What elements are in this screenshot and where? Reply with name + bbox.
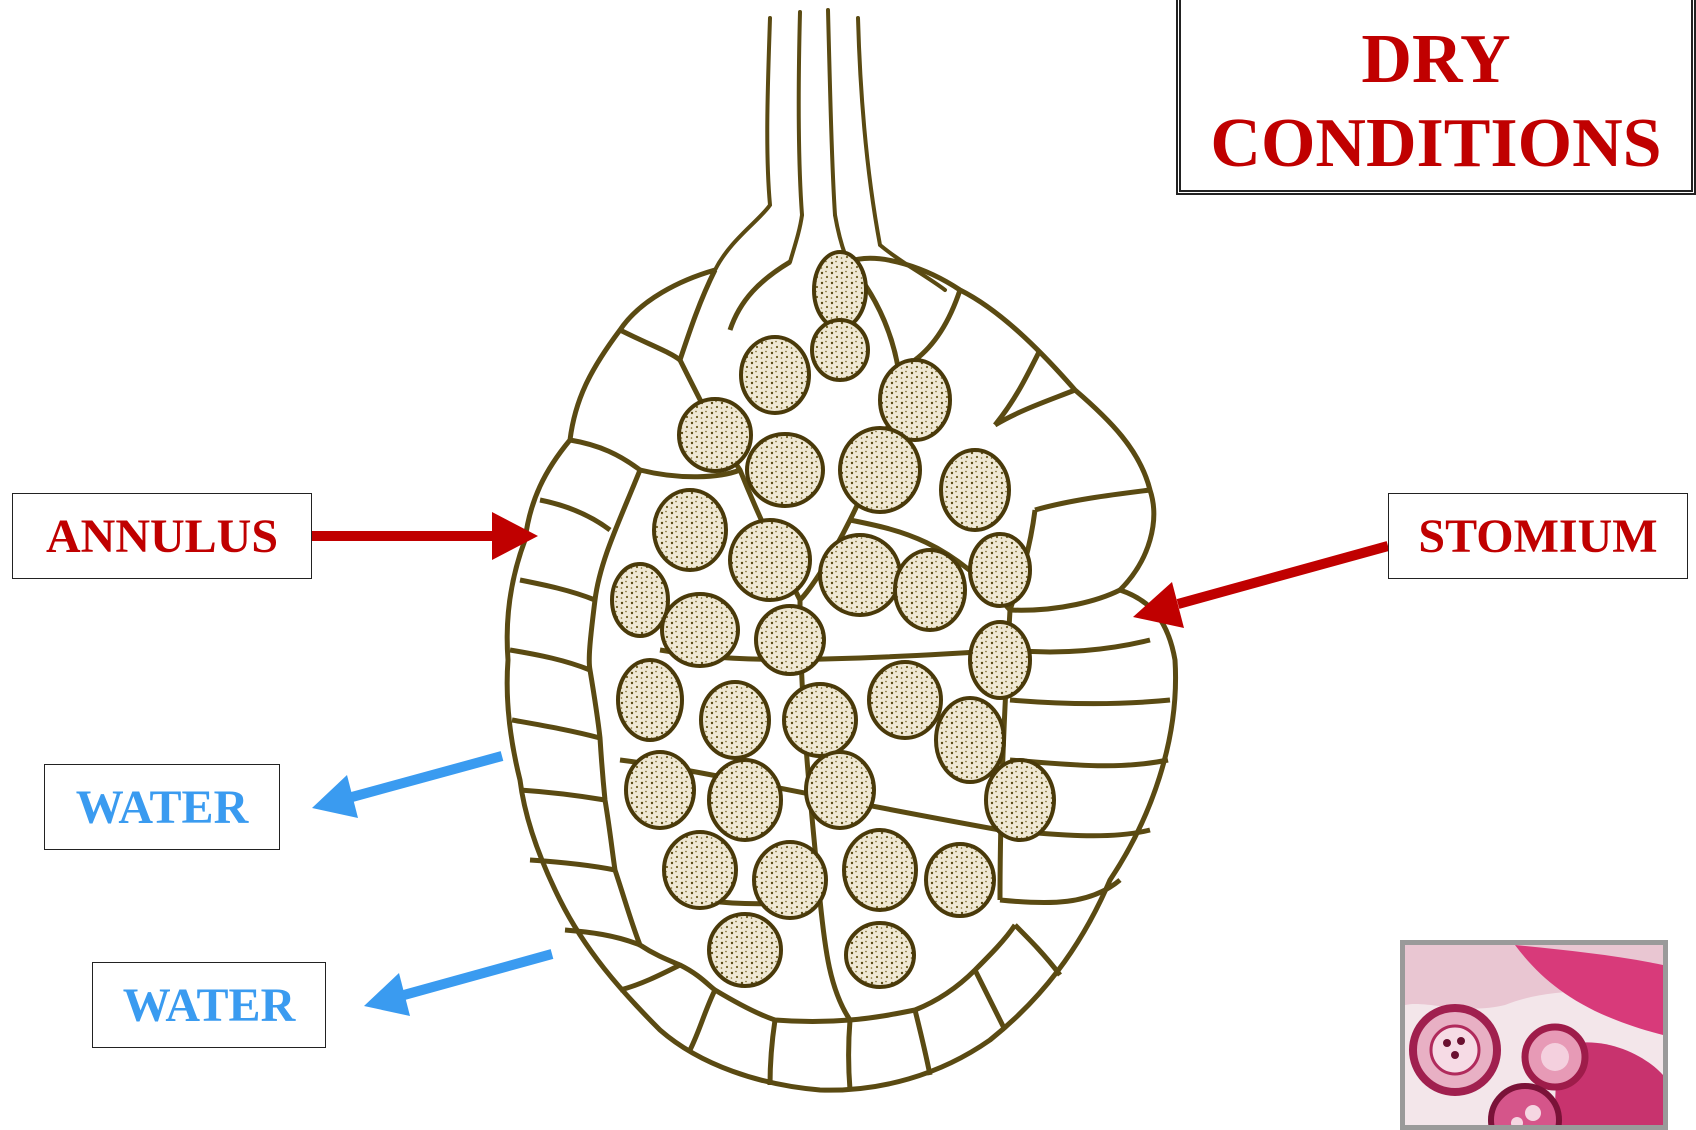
annulus-arrow	[312, 512, 538, 560]
spore	[618, 660, 682, 740]
micrograph-thumbnail	[1400, 940, 1668, 1130]
spore	[840, 428, 920, 512]
title-box: DRY CONDITIONS	[1176, 0, 1696, 195]
title-line-2: CONDITIONS	[1210, 102, 1661, 186]
spore	[626, 752, 694, 828]
spore	[812, 320, 868, 380]
sporangium-capsule	[507, 258, 1175, 1090]
annulus-label: ANNULUS	[12, 493, 312, 579]
spore	[970, 622, 1030, 698]
micrograph-image	[1405, 945, 1663, 1125]
water-arrow-2	[364, 954, 552, 1016]
spores	[612, 252, 1054, 987]
spore	[612, 564, 668, 636]
spore	[747, 434, 823, 506]
spore	[844, 830, 916, 910]
spore	[970, 534, 1030, 606]
spore	[701, 682, 769, 758]
spore	[784, 684, 856, 756]
spore	[936, 698, 1004, 782]
spore	[846, 923, 914, 987]
title-line-1: DRY	[1361, 18, 1510, 102]
spore	[986, 760, 1054, 840]
spore	[941, 450, 1009, 530]
stomium-label: STOMIUM	[1388, 493, 1688, 579]
spore	[814, 252, 866, 328]
spore	[756, 606, 824, 674]
water-label: WATER	[92, 962, 326, 1048]
spore	[679, 399, 751, 471]
spore	[926, 844, 994, 916]
spore	[709, 914, 781, 986]
spore	[709, 760, 781, 840]
spore	[820, 535, 900, 615]
water-label: WATER	[44, 764, 280, 850]
spore	[664, 832, 736, 908]
spore	[806, 752, 874, 828]
spore	[754, 842, 826, 918]
spore	[730, 520, 810, 600]
stomium-arrow	[1133, 546, 1388, 628]
sporangium-stalk	[715, 10, 945, 290]
spore	[662, 594, 738, 666]
spore	[869, 662, 941, 738]
spore	[741, 337, 809, 413]
water-arrow-1	[312, 756, 502, 818]
spore	[895, 550, 965, 630]
spore	[654, 490, 726, 570]
